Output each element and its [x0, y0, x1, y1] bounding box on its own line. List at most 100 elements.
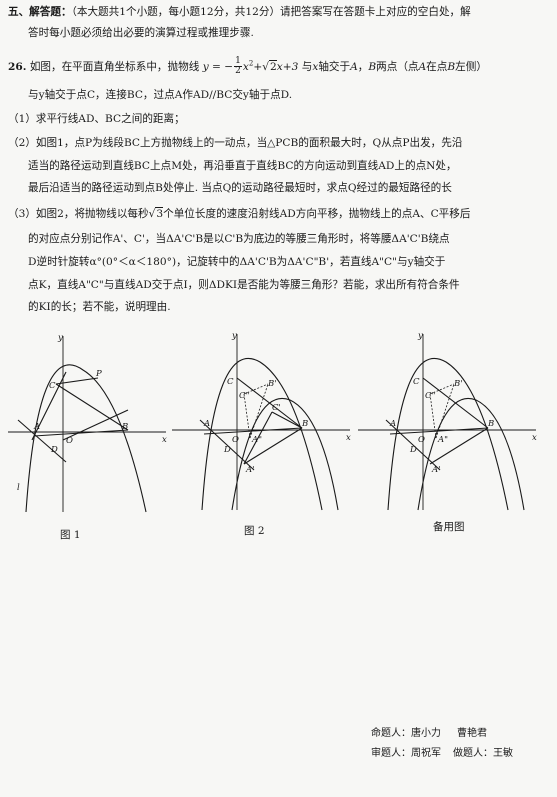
segment-A1B	[243, 427, 303, 465]
problem-line2: 与y轴交于点C，连接BC，过点A作AD//BC交y轴于点D.	[28, 89, 293, 101]
problem-intro-text-e: 在点	[426, 60, 448, 73]
label-A-double-prime: A"	[437, 435, 448, 445]
formula-tail: x+3	[276, 60, 299, 73]
question-2-line3: 最后沿适当的路径运动到点B处停止. 当点Q的运动路径最短时，求点Q经过的最短路径…	[28, 182, 452, 194]
segment-CB	[236, 377, 303, 429]
section-description-line2: 答时每小题必须给出必要的演算过程或推理步骤.	[28, 27, 254, 39]
question-3-line3: D逆时针旋转α°(0°＜α＜180°)，记旋转中的ΔA'C'B为ΔA'C"B'，…	[28, 256, 446, 268]
label-B: B	[487, 419, 494, 429]
label-C: C	[49, 381, 56, 391]
figure-backup: y x O A B C D C" B' A" A'	[358, 331, 537, 511]
fraction-denominator: 2	[235, 66, 241, 77]
dashed-A2B1	[249, 383, 269, 439]
figure-2-caption: 图 2	[244, 525, 265, 537]
segment-AB	[33, 429, 129, 437]
question-3-text-a: （3）如图2，将抛物线以每秒	[8, 208, 149, 220]
segment-aux	[62, 409, 129, 441]
var-x: x	[312, 60, 319, 73]
segment-CB	[422, 377, 489, 429]
var-A: A	[350, 60, 358, 73]
var-B: B	[368, 60, 377, 73]
comma: ，	[357, 60, 369, 73]
formula-exponent: 2	[248, 59, 254, 68]
label-y: y	[231, 331, 237, 341]
segment-AB	[203, 427, 303, 435]
label-C: C	[227, 377, 234, 387]
label-A-prime: A'	[431, 465, 440, 475]
typist: 王敏	[493, 748, 513, 759]
label-l: l	[17, 483, 20, 493]
reviewer: 周祝军	[411, 748, 441, 759]
segment-CP	[55, 377, 99, 385]
dashed-C2B1	[243, 383, 269, 395]
question-3-sqrt3: 3	[155, 207, 164, 220]
label-y: y	[57, 333, 63, 343]
var-A-2: A	[418, 60, 427, 73]
dashed-C2B1	[429, 383, 455, 395]
problem-intro-text: 如图，在平面直角坐标系中，抛物线	[29, 60, 200, 73]
figure-1-caption: 图 1	[60, 529, 81, 541]
label-A: A	[389, 419, 396, 429]
label-O: O	[232, 435, 239, 445]
question-3-line2: 的对应点分别记作A'、C'，当ΔA'C'B是以C'B为底边的等腰三角形时，将等腰…	[28, 233, 450, 245]
label-O: O	[66, 436, 73, 446]
label-C-double-prime: C"	[239, 391, 250, 401]
dashed-C2A2	[429, 393, 437, 439]
figure-backup-caption: 备用图	[433, 521, 465, 533]
label-y: y	[417, 331, 423, 341]
setter-label: 命题人：	[371, 728, 411, 739]
typist-label: 做题人：	[453, 748, 493, 759]
problem-intro-text-d: 两点（点	[376, 60, 419, 73]
credits-setters: 命题人：唐小力 曹艳君	[371, 724, 487, 739]
label-D: D	[223, 445, 231, 455]
credits-reviewers: 审题人：周祝军 做题人：王敏	[371, 744, 513, 759]
problem-intro-text-c: 轴交于	[318, 60, 351, 73]
label-P: P	[95, 369, 102, 379]
question-3-text-b: 个单位长度的速度沿射线AD方向平移，抛物线上的点A、C平移后	[163, 208, 471, 220]
segment-CB	[55, 383, 129, 431]
label-C-double-prime: C"	[425, 391, 436, 401]
segment-AD	[17, 419, 67, 463]
segment-AD	[385, 419, 441, 471]
parabola-translated	[417, 397, 525, 511]
label-O: O	[418, 435, 425, 445]
setter-2: 曹艳君	[457, 728, 487, 739]
segment-AB	[389, 427, 489, 435]
parabola-translated	[231, 397, 339, 511]
question-1: （1）求平行线AD、BC之间的距离；	[8, 113, 185, 125]
label-C: C	[413, 377, 420, 387]
problem-intro-text-f: 左侧）	[455, 60, 487, 73]
label-A: A	[33, 422, 40, 432]
question-3-line1: （3）如图2，将抛物线以每秒√3个单位长度的速度沿射线AD方向平移，抛物线上的点…	[8, 207, 471, 220]
formula-sqrt2: 2	[269, 59, 277, 73]
section-description: （本大题共1个小题，每小题12分，共12分）请把答案写在答题卡上对应的空白处，解	[71, 6, 471, 18]
segment-A1C1	[243, 411, 273, 465]
label-A: A	[203, 419, 210, 429]
parabola	[25, 364, 147, 513]
setter-1: 唐小力	[411, 728, 441, 739]
var-B-2: B	[447, 60, 456, 73]
label-A-double-prime: A"	[251, 435, 262, 445]
label-D: D	[409, 445, 417, 455]
figure-1: y x O A B C D P l	[8, 333, 167, 513]
question-2-line1: （2）如图1，点P为线段BC上方抛物线上的一动点，当△PCB的面积最大时，Q从点…	[8, 137, 463, 149]
problem-number: 26.	[8, 60, 27, 73]
label-x: x	[532, 433, 537, 443]
label-A-prime: A'	[245, 465, 254, 475]
label-D: D	[50, 445, 58, 455]
segment-C1B	[271, 411, 303, 429]
formula-x: x	[242, 60, 249, 73]
reviewer-label: 审题人：	[371, 748, 411, 759]
label-C-prime: C'	[272, 403, 281, 413]
section-header: 五、解答题：（本大题共1个小题，每小题12分，共12分）请把答案写在答题卡上对应…	[8, 6, 471, 19]
dashed-C2A2	[243, 393, 251, 439]
parabola-original	[387, 357, 509, 511]
segment-A1B	[429, 427, 489, 465]
label-x: x	[346, 433, 351, 443]
dashed-A2B1	[435, 383, 455, 439]
problem-intro-text-b: 与	[301, 60, 313, 73]
section-title: 五、解答题：	[8, 6, 72, 18]
label-B: B	[301, 419, 308, 429]
